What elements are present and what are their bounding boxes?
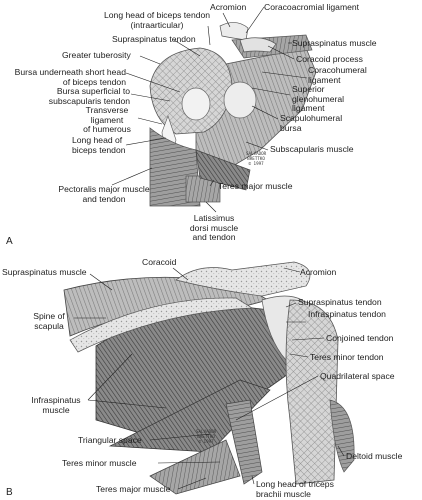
label-teres-major-muscle-a: Teres major muscle	[218, 181, 293, 191]
label-conjoined-tendon: Conjoined tendon	[326, 333, 394, 343]
artist-signature-b: SALVADOR BRETTKO © 1997	[196, 429, 217, 444]
panel-b-illustration	[63, 261, 355, 495]
label-pectoralis-major: Pectoralis major muscle and tendon	[58, 184, 150, 204]
coracoid-shape-a	[239, 37, 277, 53]
label-supraspinatus-tendon-b: Supraspinatus tendon	[298, 297, 382, 307]
label-acromion-a: Acromion	[210, 2, 247, 12]
humerus-b	[285, 299, 339, 485]
label-greater-tuberosity: Greater tuberosity	[62, 50, 131, 60]
acromion-shape-a	[219, 22, 249, 41]
teres-major-shape-b	[149, 439, 241, 495]
panel-a-leader-lines	[111, 6, 308, 213]
label-coracoacromial-ligament: Coracoacromial ligament	[264, 2, 360, 12]
label-infraspinatus-tendon: Infraspinatus tendon	[308, 309, 386, 319]
label-latissimus-dorsi: Latissimus dorsi muscle and tendon	[189, 213, 239, 243]
label-scapulohumeral-bursa: Scapulohumeral bursa	[280, 113, 343, 133]
spine-of-scapula-shape	[69, 297, 254, 353]
label-supraspinatus-tendon-a: Supraspinatus tendon	[112, 34, 196, 44]
panel-a-illustration	[149, 22, 317, 207]
label-bursa-superficial-subscapularis: Bursa superficial to subscapularis tendo…	[48, 86, 130, 106]
scapulohumeral-bursa-shape	[223, 81, 257, 119]
label-teres-minor-tendon: Teres minor tendon	[310, 352, 384, 362]
label-coracohumeral-ligament: Coracohumeral ligament	[308, 65, 367, 85]
panel-b-leader-lines	[74, 267, 345, 490]
long-head-triceps-shape	[225, 399, 263, 485]
label-supraspinatus-muscle-a: Supraspinatus muscle	[292, 38, 377, 48]
label-triangular-space: Triangular space	[78, 435, 142, 445]
bursa-a	[181, 87, 211, 121]
label-quadrilateral-space: Quadrilateral space	[320, 371, 395, 381]
panel-b-letter: B	[6, 487, 13, 498]
label-transverse-ligament: Transverse ligament of humerous	[83, 105, 131, 135]
label-coracoid-process: Coracoid process	[296, 54, 363, 64]
label-acromion-b: Acromion	[300, 267, 337, 277]
label-teres-minor-muscle: Teres minor muscle	[62, 458, 137, 468]
label-subscapularis-muscle: Subscapularis muscle	[270, 144, 354, 154]
teres-minor-shape	[108, 379, 271, 453]
label-long-head-triceps: Long head of triceps brachii muscle	[256, 479, 334, 499]
deltoid-shape	[329, 399, 355, 473]
label-spine-of-scapula: Spine of scapula	[33, 311, 65, 331]
label-superior-glenohumeral-ligament: Superior glenohumeral ligament	[292, 84, 345, 114]
label-coracoid: Coracoid	[142, 257, 177, 267]
label-deltoid-muscle: Deltoid muscle	[346, 451, 403, 461]
label-supraspinatus-muscle-b: Supraspinatus muscle	[2, 267, 87, 277]
panel-a-letter: A	[6, 236, 13, 247]
artist-signature-a: SALVADOR BRETTKO © 1997	[246, 151, 267, 166]
label-long-head-biceps-tendon: Long head of biceps tendon	[72, 135, 126, 155]
label-long-head-biceps-tendon-intraarticular: Long head of biceps tendon (intraarticul…	[104, 10, 211, 30]
label-infraspinatus-muscle: Infraspinatus muscle	[31, 395, 81, 415]
teres-major-shape-a	[195, 149, 251, 191]
label-teres-major-muscle-b: Teres major muscle	[96, 484, 171, 494]
label-bursa-underneath-short-head: Bursa underneath short head of biceps te…	[14, 67, 126, 87]
scapula-upper-shape	[175, 261, 311, 297]
